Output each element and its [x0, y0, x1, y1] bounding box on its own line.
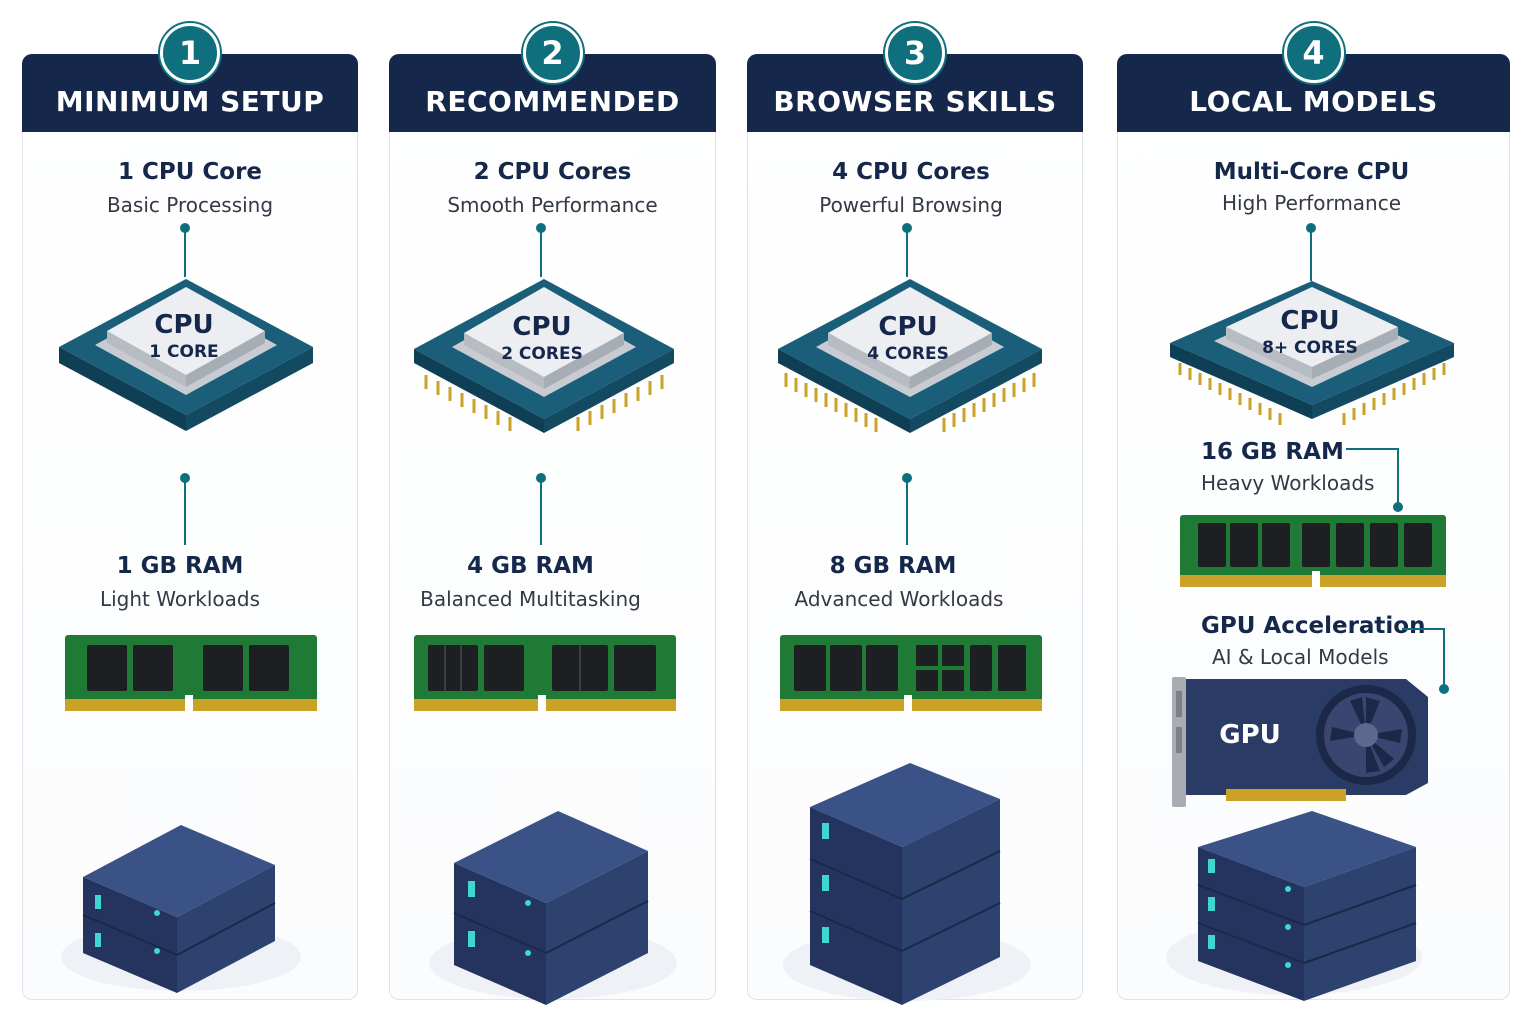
ram-connector-line [180, 473, 190, 545]
column-local-models: LOCAL MODELS 4 Multi-Core CPU High Perfo… [1117, 23, 1510, 1001]
ram-title: 8 GB RAM [829, 553, 957, 579]
column-browser-skills: BROWSER SKILLS 3 4 CPU Cores Powerful Br… [747, 23, 1083, 1005]
ram-subtitle: Heavy Workloads [1201, 471, 1375, 495]
cpu-subtitle: High Performance [1221, 191, 1402, 215]
cpu-chip-label: CPU [512, 312, 571, 342]
cpu-chip-label: CPU [1280, 306, 1339, 336]
server-stack-icon [61, 825, 301, 993]
cpu-chip-cores: 1 CORE [149, 342, 218, 362]
step-number-badge: 2 [522, 23, 583, 83]
cpu-connector-line [180, 223, 190, 277]
cpu-connector-line [902, 223, 912, 277]
ram-subtitle: Balanced Multitasking [420, 587, 641, 611]
column-title: LOCAL MODELS [1189, 85, 1438, 118]
column-minimum-setup: MINIMUM SETUP 1 1 CPU Core Basic Process… [22, 23, 358, 1000]
cpu-chip-icon: CPU 2 CORES [414, 279, 674, 433]
cpu-chip-cores: 2 CORES [501, 344, 583, 364]
ram-module-icon [65, 635, 317, 713]
gpu-connector-line [1402, 628, 1449, 694]
column-title: RECOMMENDED [425, 85, 680, 118]
ram-title: 1 GB RAM [116, 553, 244, 579]
step-number-badge: 4 [1283, 23, 1344, 83]
gpu-card-icon: GPU [1172, 677, 1428, 807]
ram-connector-line [536, 473, 546, 545]
ram-title: 16 GB RAM [1201, 439, 1344, 465]
gpu-title: GPU Acceleration [1201, 613, 1426, 639]
cpu-chip-label: CPU [878, 312, 937, 342]
cpu-chip-cores: 8+ CORES [1262, 338, 1358, 358]
ram-subtitle: Advanced Workloads [794, 587, 1004, 611]
step-number-badge: 3 [885, 23, 945, 83]
ram-connector-line [902, 473, 912, 545]
ram-module-icon [1180, 515, 1446, 589]
ram-module-icon [414, 635, 676, 713]
cpu-subtitle: Smooth Performance [447, 193, 658, 217]
cpu-title: 4 CPU Cores [832, 159, 990, 185]
cpu-title: 2 CPU Cores [473, 159, 632, 185]
cpu-connector-line [536, 223, 546, 277]
ram-title: 4 GB RAM [467, 553, 594, 579]
column-title: MINIMUM SETUP [55, 85, 325, 118]
cpu-subtitle: Powerful Browsing [819, 193, 1003, 217]
cpu-chip-icon: CPU 4 CORES [778, 279, 1042, 433]
cpu-chip-icon: CPU 1 CORE [59, 279, 313, 431]
cpu-chip-cores: 4 CORES [867, 344, 949, 364]
cpu-subtitle: Basic Processing [106, 193, 274, 217]
ram-module-icon [780, 635, 1042, 713]
server-stack-icon [783, 763, 1031, 1005]
cpu-title: 1 CPU Core [117, 159, 263, 185]
step-number-badge: 1 [160, 23, 220, 83]
column-title: BROWSER SKILLS [773, 85, 1057, 118]
cpu-connector-line [1306, 223, 1316, 281]
ram-connector-line [1346, 448, 1403, 512]
cpu-chip-icon: CPU 8+ CORES [1170, 281, 1454, 425]
ram-subtitle: Light Workloads [99, 587, 261, 611]
column-recommended: RECOMMENDED 2 2 CPU Cores Smooth Perform… [389, 23, 716, 1005]
cpu-title: Multi-Core CPU [1213, 159, 1410, 185]
cpu-chip-label: CPU [154, 310, 213, 340]
server-stack-icon [1166, 811, 1422, 1001]
gpu-card-label: GPU [1219, 720, 1281, 750]
server-stack-icon [429, 811, 677, 1005]
gpu-subtitle: AI & Local Models [1212, 645, 1389, 669]
